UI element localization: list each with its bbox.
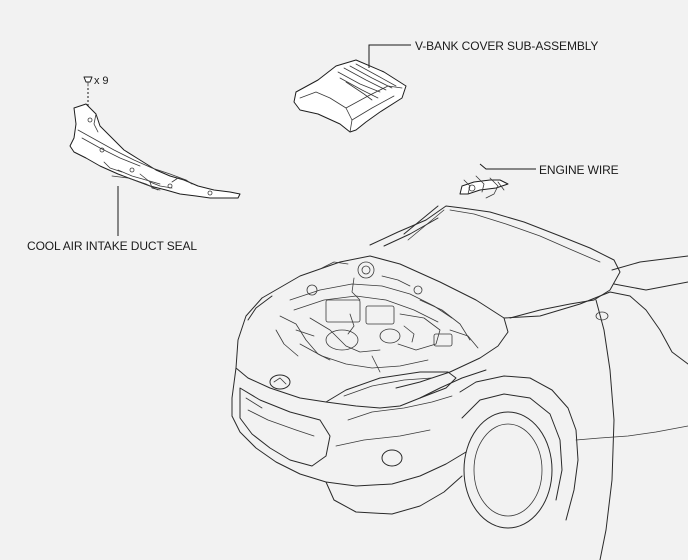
vbank-cover-label: V-BANK COVER SUB-ASSEMBLY [415, 39, 599, 53]
engine-wire-part [459, 175, 509, 199]
vbank-leader-line [368, 44, 411, 68]
car-front-illustration [231, 205, 688, 560]
cool-air-intake-duct-seal-part [69, 103, 241, 199]
clip-quantity-label: x 9 [94, 75, 109, 87]
cool-air-intake-duct-seal-label: COOL AIR INTAKE DUCT SEAL [27, 239, 197, 253]
vbank-cover-part [293, 59, 407, 133]
engine-wire-leader-line [479, 163, 536, 170]
engine-wire-label: ENGINE WIRE [539, 163, 619, 177]
